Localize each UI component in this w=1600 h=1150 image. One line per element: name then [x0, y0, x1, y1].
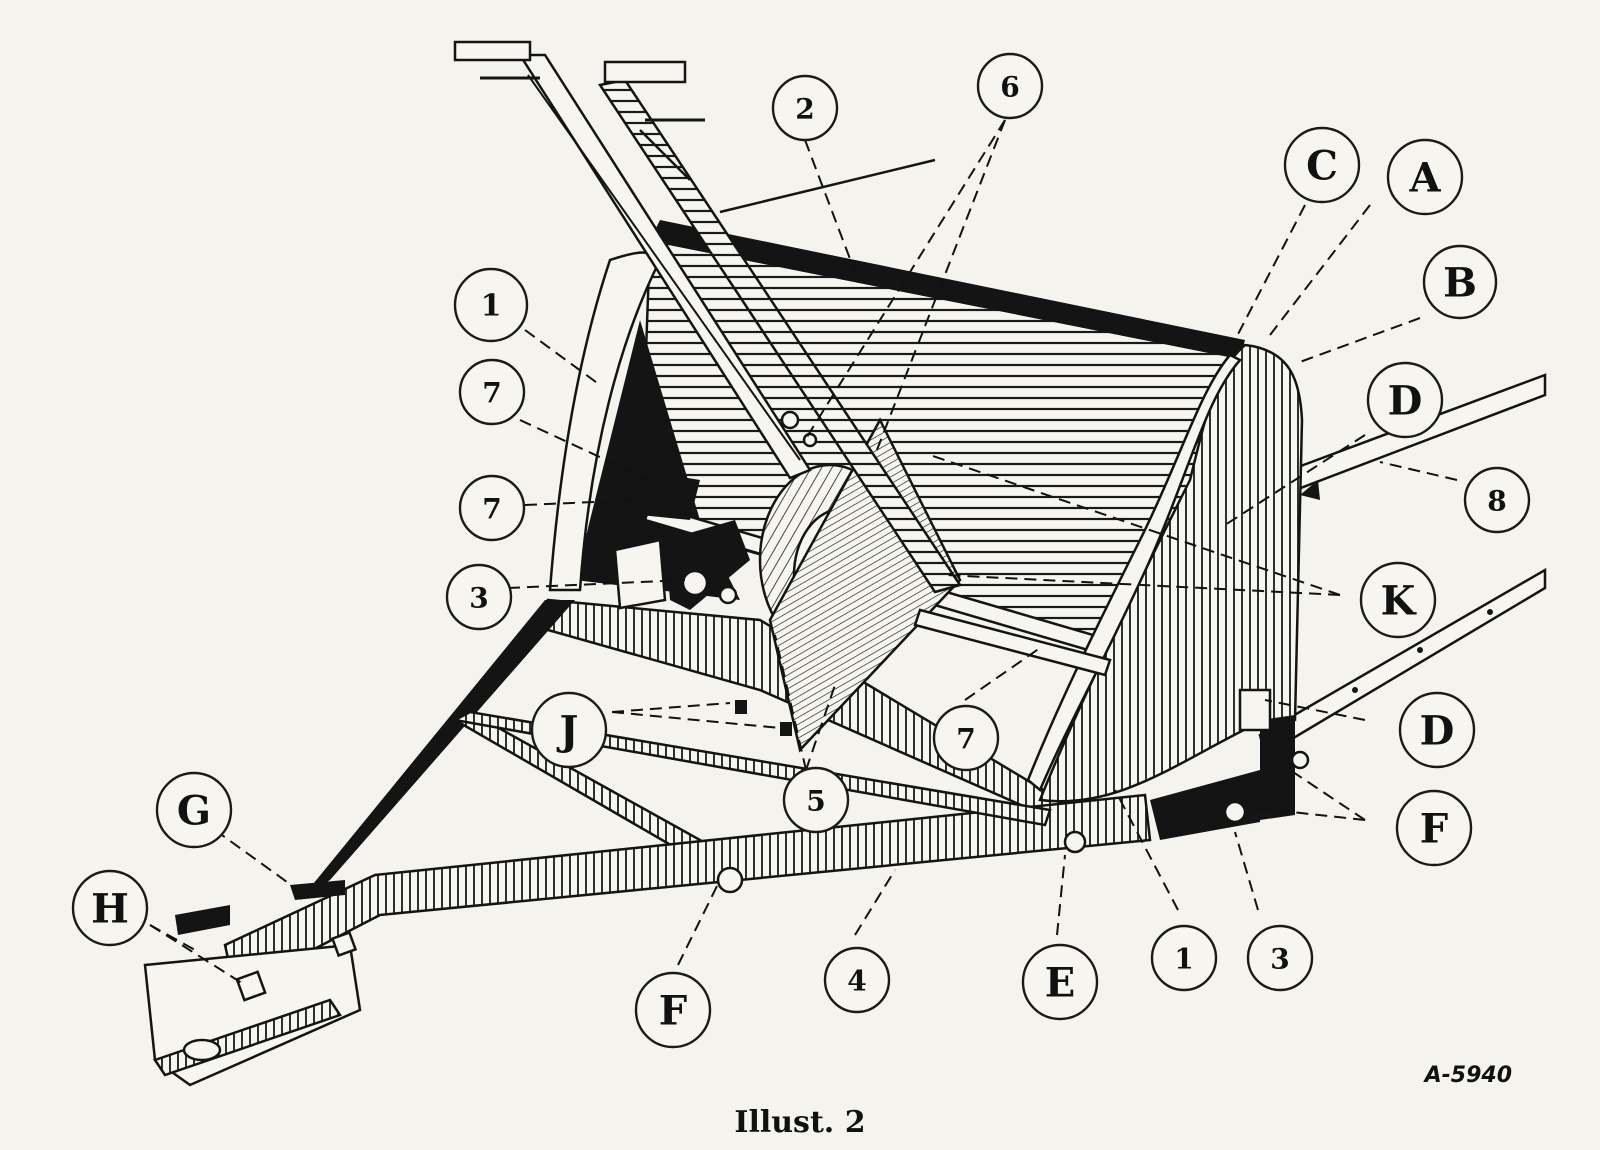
callout-c: C: [1283, 126, 1361, 204]
callout-circle: [782, 766, 850, 834]
callout-b: B: [1422, 244, 1498, 320]
callout-8: 8: [1463, 466, 1531, 534]
machine-drawing: [143, 40, 1547, 1087]
callout-f-right: F: [1395, 789, 1473, 867]
callout-circle: [155, 771, 233, 849]
callout-label: D: [1388, 378, 1423, 425]
callout-circle: [1246, 924, 1314, 992]
callout-label: E: [1045, 960, 1076, 1007]
callout-label: D: [1420, 708, 1455, 755]
callout-k: K: [1359, 561, 1437, 639]
callout-h: H: [71, 869, 149, 947]
callout-label: 7: [482, 377, 501, 410]
callout-g: G: [155, 771, 233, 849]
callout-5: 5: [782, 766, 850, 834]
callout-3-left: 3: [445, 563, 513, 631]
callout-circle: [71, 869, 149, 947]
hitch-plate: [143, 880, 362, 1087]
callout-label: 4: [847, 965, 866, 998]
left-bracket-hardware: [613, 470, 750, 610]
top-rod: [719, 158, 936, 214]
callout-circle: [1398, 691, 1476, 769]
callout-label: B: [1443, 260, 1477, 307]
callout-circle: [1366, 361, 1444, 439]
callout-label: 3: [469, 582, 488, 615]
callout-label: 7: [482, 493, 501, 526]
callout-circle: [634, 971, 712, 1049]
callout-d-lower: D: [1398, 691, 1476, 769]
callout-label: G: [177, 788, 211, 835]
callout-label: C: [1306, 143, 1338, 190]
callout-circle: [823, 946, 891, 1014]
callout-f-bottom: F: [634, 971, 712, 1049]
callout-3-right: 3: [1246, 924, 1314, 992]
callout-circle: [458, 474, 526, 542]
callout-circle: [453, 267, 529, 343]
right-end-plate: [1038, 343, 1304, 803]
callout-circle: [530, 691, 608, 769]
callout-1-right: 1: [1150, 924, 1218, 992]
callout-circle: [458, 358, 526, 426]
callout-circle: [771, 74, 839, 142]
callout-label: H: [91, 886, 129, 933]
hopper-top-band: [650, 220, 1245, 358]
callout-circle: [445, 563, 513, 631]
gear-housing-plate: [768, 417, 962, 753]
callout-j: J: [530, 691, 608, 769]
callout-label: 1: [1174, 943, 1193, 976]
callout-circle: [1422, 244, 1498, 320]
callout-circle: [976, 52, 1044, 120]
callout-circle: [1463, 466, 1531, 534]
callout-label: F: [659, 988, 687, 1035]
callout-7-middle: 7: [458, 474, 526, 542]
adjusting-levers: [453, 40, 962, 594]
callout-label: 2: [795, 93, 814, 126]
callout-2: 2: [771, 74, 839, 142]
callout-circle: [1359, 561, 1437, 639]
callout-circle: [932, 704, 1000, 772]
drawing-number: A-5940: [1423, 1063, 1512, 1088]
callout-6: 6: [976, 52, 1044, 120]
callout-a: A: [1386, 138, 1464, 216]
callout-7-lower: 7: [932, 704, 1000, 772]
callout-layer: 1 1 2 3 3 4 5 6 7 7 7 8 A B C D D E F F G H J K: [71, 52, 1531, 1049]
callout-label: 1: [481, 289, 502, 324]
callout-circle: [1021, 943, 1099, 1021]
callout-4: 4: [823, 946, 891, 1014]
callout-circle: [1283, 126, 1361, 204]
callout-circle: [1386, 138, 1464, 216]
callout-e: E: [1021, 943, 1099, 1021]
callout-label: A: [1408, 155, 1441, 202]
callout-label: 8: [1487, 485, 1506, 518]
callout-label: 7: [956, 723, 975, 756]
callout-d-upper: D: [1366, 361, 1444, 439]
right-side-plate: [1260, 715, 1295, 820]
callout-7-upper: 7: [458, 358, 526, 426]
callout-label: K: [1381, 578, 1417, 625]
callout-label: 5: [806, 785, 825, 818]
figure-caption: Illust. 2: [734, 1105, 865, 1140]
callout-label: J: [557, 708, 579, 755]
callout-label: F: [1420, 806, 1448, 853]
callout-circle: [1150, 924, 1218, 992]
leader-lines: [149, 119, 1458, 986]
callout-label: 6: [1000, 71, 1019, 104]
callout-label: 3: [1270, 943, 1289, 976]
callout-1-left: 1: [453, 267, 529, 343]
callout-circle: [1395, 789, 1473, 867]
